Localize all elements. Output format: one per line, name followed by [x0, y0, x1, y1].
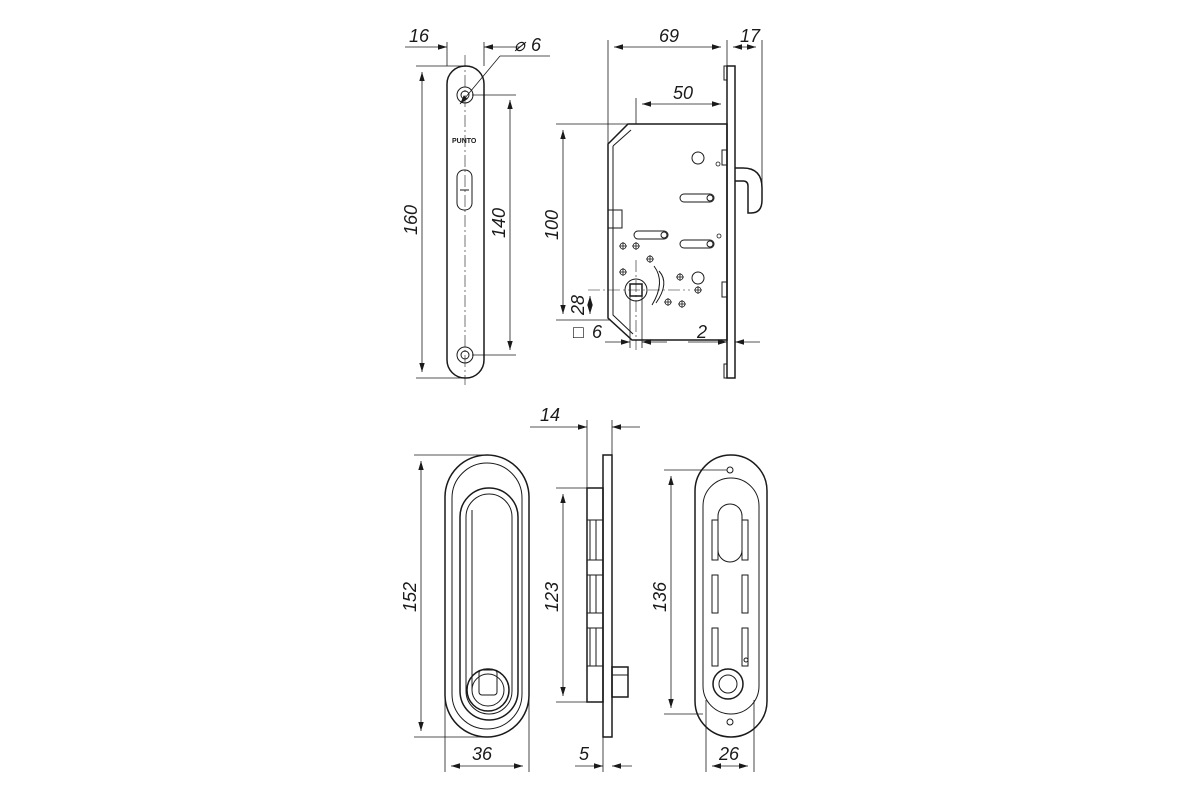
strike-plate-outline — [446, 65, 485, 379]
handle-rear-dimensions: 136 26 — [650, 469, 755, 772]
dim-faceplate-offset: 17 — [740, 26, 761, 46]
lock-case-outline — [607, 123, 728, 341]
lock-body-view — [588, 65, 763, 379]
dim-rear-width: 26 — [718, 744, 740, 764]
turn-knob — [478, 669, 498, 696]
dim-strike-length: 160 — [401, 205, 421, 235]
mount-hole — [691, 151, 705, 165]
hook-bolt — [735, 167, 763, 214]
side-flange — [602, 454, 613, 738]
dim-faceplate-thickness: 2 — [696, 322, 707, 342]
side-tab — [607, 209, 623, 229]
diameter-symbol: ⌀ — [514, 35, 527, 55]
lock-body-dimensions: 69 17 50 100 28 □ 6 2 — [542, 26, 763, 348]
slot-pin — [706, 240, 714, 248]
rivets — [619, 161, 722, 308]
square-symbol: □ — [573, 322, 584, 342]
handle-rear-view — [694, 454, 768, 738]
side-spindle — [611, 666, 629, 698]
dim-body-depth: 69 — [659, 26, 679, 46]
privacy-turn-inner — [471, 673, 505, 707]
faceplate-slot — [721, 149, 728, 166]
leader-hole-diameter-diag — [459, 55, 501, 105]
rear-spindle-boss — [712, 668, 744, 700]
latch-slot — [456, 169, 473, 211]
handle-rim-inner — [451, 462, 523, 730]
case-fold — [612, 146, 634, 335]
side-clips — [586, 519, 604, 667]
handle-front-view — [444, 454, 530, 738]
dim-spindle-height: 28 — [568, 295, 588, 316]
faceplate-tab — [723, 363, 728, 379]
handle-cup — [459, 487, 519, 721]
rear-screw — [726, 466, 734, 474]
rear-inner — [702, 477, 760, 715]
rear-dot — [743, 657, 749, 663]
dim-backset: 50 — [673, 83, 693, 103]
strike-dimensions: 16 ⌀ 6 160 140 — [401, 26, 550, 379]
internal-slot — [679, 193, 715, 203]
dim-rear-height: 136 — [650, 581, 670, 612]
dim-handle-depth: 14 — [540, 405, 560, 425]
handle-side-view — [586, 454, 629, 738]
rear-outer — [694, 454, 768, 738]
mount-hole — [691, 271, 705, 285]
dim-hole-diameter: 6 — [531, 35, 542, 55]
dim-spindle-square: 6 — [592, 322, 603, 342]
cam-arc-inner — [655, 270, 665, 304]
case-fold-top — [612, 129, 632, 147]
rear-top-slot — [717, 503, 743, 563]
handle-front-dimensions: 152 36 — [400, 454, 530, 772]
internal-slot — [633, 230, 669, 240]
faceplate — [726, 65, 736, 379]
bottom-screw-hole-inner — [460, 350, 470, 360]
faceplate-tab — [723, 65, 728, 81]
faceplate-slot — [721, 281, 728, 298]
brand-label: PUNTO — [452, 138, 477, 145]
cam-arc — [651, 265, 660, 306]
slot-pin — [660, 231, 668, 239]
dim-handle-height: 152 — [400, 582, 420, 612]
rear-clips — [711, 519, 749, 667]
handle-side-dimensions: 14 123 5 — [530, 405, 640, 772]
privacy-turn — [466, 668, 510, 712]
dim-handle-recess: 5 — [579, 744, 590, 764]
slot-pin — [706, 194, 714, 202]
dim-body-height: 100 — [542, 210, 562, 240]
rear-screw — [726, 718, 734, 726]
strike-plate-view: PUNTO — [446, 55, 485, 385]
dim-handle-width: 36 — [472, 744, 493, 764]
dim-handle-inner-height: 123 — [542, 582, 562, 612]
dim-hole-spacing: 140 — [489, 208, 509, 238]
rear-spindle-inner — [718, 674, 738, 694]
dim-strike-width: 16 — [409, 26, 430, 46]
handle-cup-inner — [465, 493, 513, 715]
internal-slot — [679, 239, 715, 249]
